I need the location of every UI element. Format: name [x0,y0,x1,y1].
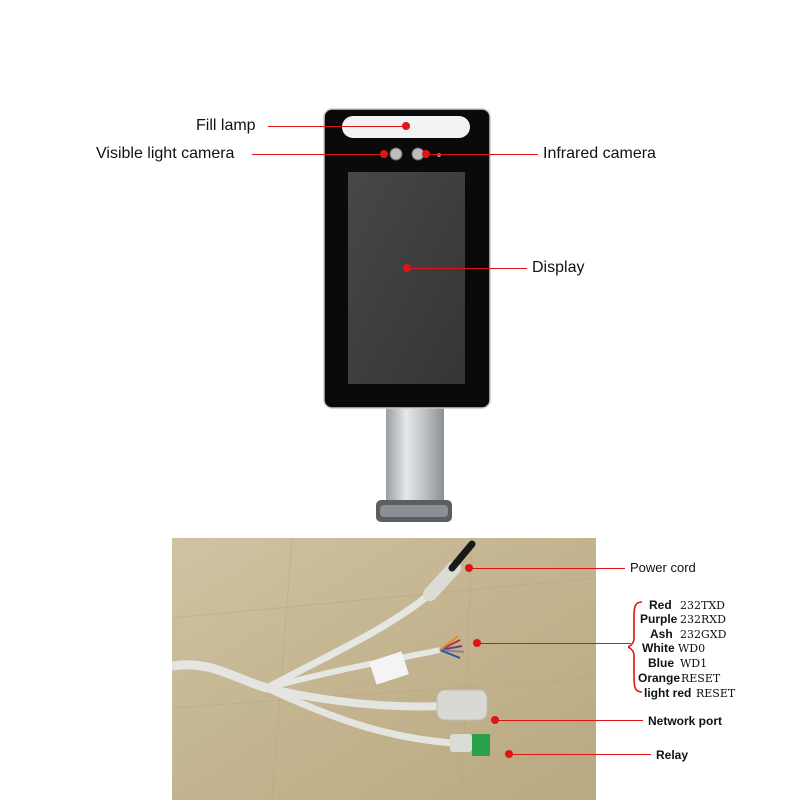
wire-color-red: Red [649,598,672,612]
wire-color-white: White [642,641,675,655]
wire-signal-orange: RESET [681,672,721,685]
network-cable [266,684,443,711]
wires-bracket [628,601,643,693]
wires-leader [477,643,631,645]
wire-signal-purple: 232RXD [680,613,726,626]
visible-light-camera-marker [380,150,388,158]
wire-signal-ash: 232GXD [680,628,727,641]
relay-label: Relay [656,748,689,762]
wire-signal-light-red: RESET [696,687,736,700]
fill-lamp-marker [402,122,410,130]
relay-leader [509,754,651,756]
wire-signal-red: 232TXD [680,599,725,612]
wire-color-purple: Purple [640,612,678,626]
power-cord-label: Power cord [630,560,696,575]
visible-light-camera-label: Visible light camera [96,145,235,162]
cable-photo [172,538,596,800]
display-screen [348,172,465,384]
power-cord-leader [469,568,625,570]
face-recognition-terminal [323,108,491,522]
wire-color-blue: Blue [648,656,675,670]
power-cable [265,585,440,692]
main-cable [172,660,272,693]
wire-signal-white: WD0 [678,642,706,655]
fill-lamp-label: Fill lamp [196,117,256,134]
visible-light-camera-lens [389,147,403,161]
mount-pole [386,404,444,504]
relay-cable [265,684,453,747]
wire-color-ash: Ash [650,627,673,641]
fill-lamp-leader [268,126,406,128]
wire-signal-blue: WD1 [680,657,708,670]
wire-color-orange: Orange [638,671,681,685]
network-port-leader [495,720,643,722]
wire-color-light-red: light red [644,686,692,700]
network-port-label: Network port [648,714,723,728]
display-leader [407,268,527,270]
infrared-camera-label: Infrared camera [543,145,656,162]
display-label: Display [532,259,585,276]
relay-connector [472,734,490,756]
visible-light-camera-leader [252,154,382,156]
infrared-camera-leader [426,154,538,156]
